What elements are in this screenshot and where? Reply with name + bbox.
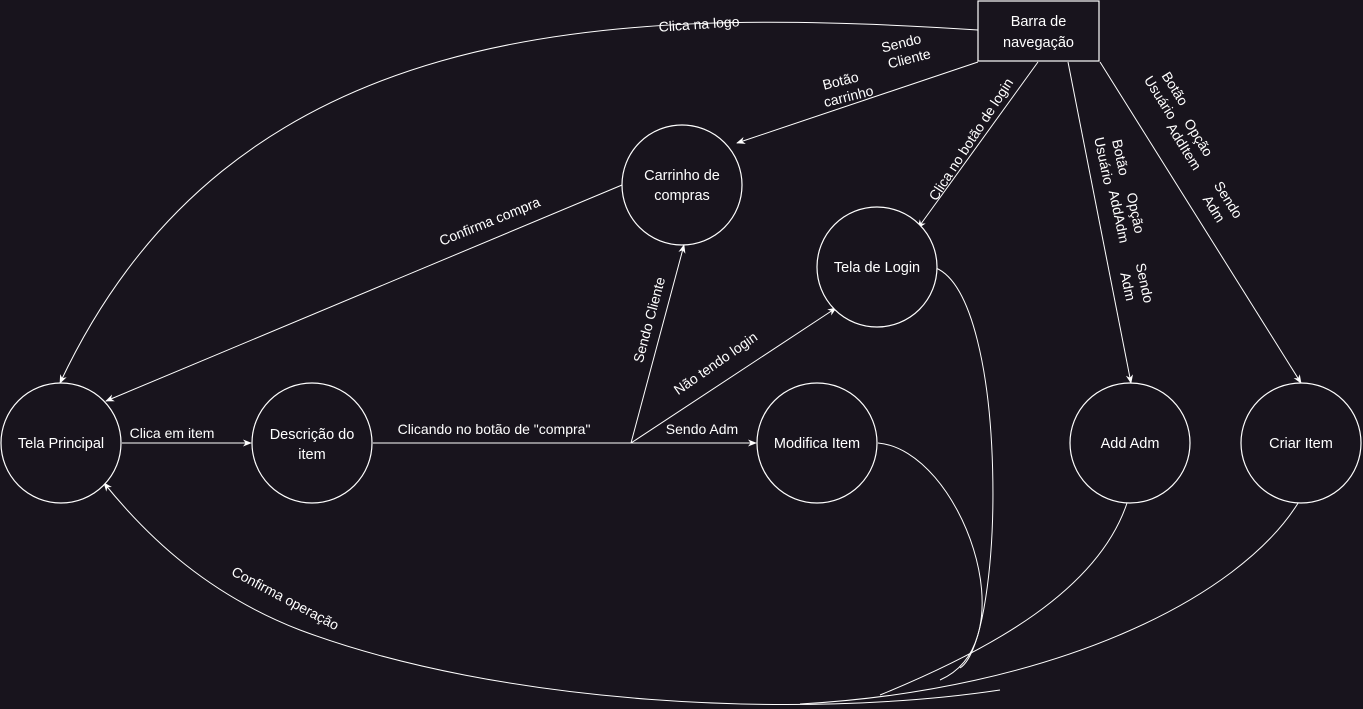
- label-clicando-botao-compra: Clicando no botão de "compra": [398, 421, 591, 437]
- node-carrinho-compras[interactable]: [621, 124, 743, 246]
- node-tela-principal[interactable]: [0, 382, 122, 504]
- label-sendo-adm-2-2: Adm: [1117, 271, 1139, 302]
- carrinho-label-1: Carrinho de: [644, 168, 720, 184]
- edge-nao-tendo-login: [630, 307, 837, 444]
- criar-item-label: Criar Item: [1269, 436, 1333, 452]
- node-tela-login[interactable]: [816, 206, 938, 328]
- tela-principal-label: Tela Principal: [18, 436, 104, 452]
- edge-return-modifica: [877, 442, 983, 681]
- edge-botao-carrinho: [736, 61, 979, 144]
- label-confirma-operacao: Confirma operação: [229, 563, 342, 633]
- node-modifica-item[interactable]: [756, 382, 878, 504]
- edge-add-adm: [1067, 61, 1133, 384]
- node-barra-navegacao[interactable]: [977, 0, 1100, 62]
- label-group-carrinho: Botão carrinho Sendo Cliente: [821, 30, 933, 110]
- modifica-item-label: Modifica Item: [774, 436, 860, 452]
- carrinho-label-2: compras: [654, 188, 710, 204]
- label-clica-em-item: Clica em item: [130, 425, 215, 441]
- label-group-sendo-adm-2: Sendo Adm: [1117, 261, 1157, 304]
- label-sendo-adm: Sendo Adm: [666, 421, 738, 437]
- label-clica-logo: Clica na logo: [658, 13, 740, 35]
- edge-return-addadm: [879, 499, 1129, 696]
- label-group-additem: Botão Usuário Opção AddItem: [1141, 69, 1216, 173]
- node-descricao-item[interactable]: [251, 382, 373, 504]
- edge-confirma-operacao: [103, 482, 1001, 705]
- label-group-sendo-adm-1: Sendo Adm: [1200, 178, 1246, 225]
- edge-criar-item: [1099, 61, 1302, 384]
- node-add-adm[interactable]: [1069, 382, 1191, 504]
- tela-login-label: Tela de Login: [834, 260, 920, 276]
- node-criar-item[interactable]: [1240, 382, 1362, 504]
- add-adm-label: Add Adm: [1101, 436, 1160, 452]
- label-sendo-cliente: Sendo Cliente: [630, 275, 668, 364]
- label-clica-botao-login: Clica no botão de login: [925, 75, 1016, 203]
- barra-label-2: navegação: [1003, 35, 1074, 51]
- edge-return-login: [935, 267, 994, 669]
- edge-return-criar: [799, 499, 1301, 705]
- descricao-label-1: Descrição do: [270, 427, 355, 443]
- edge-clica-logo: [59, 21, 979, 384]
- label-group-addadm: Botão Usuário: [1091, 136, 1132, 187]
- edge-clica-login: [917, 61, 1039, 229]
- barra-label-1: Barra de: [1011, 14, 1067, 30]
- descricao-label-2: item: [298, 447, 325, 463]
- label-botao-usuario2-1: Botão: [1109, 138, 1132, 177]
- edge-sendo-cliente: [630, 244, 686, 444]
- label-group-opcao-addadm: Opção AddAdm: [1106, 189, 1148, 245]
- edge-confirma-compra: [105, 184, 623, 402]
